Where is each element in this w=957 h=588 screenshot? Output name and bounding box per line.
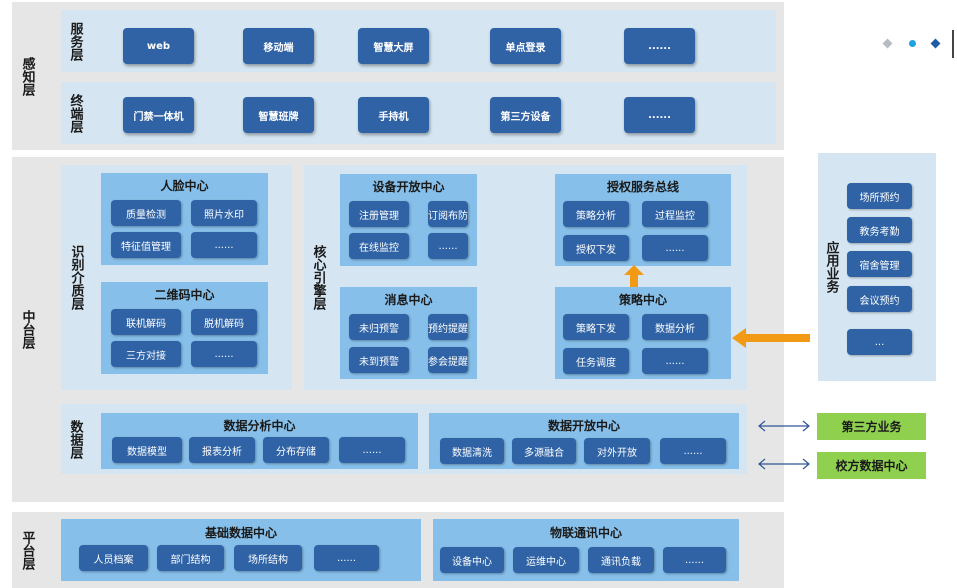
message-item-unreturned: 未归预警 [349, 314, 409, 340]
deco-dot-navy [930, 38, 941, 49]
analysis-item-storage: 分布存储 [263, 437, 329, 463]
qr-item-offline: 脱机解码 [191, 309, 257, 335]
analysis-center-title: 数据分析中心 [223, 419, 296, 433]
iot-item-device: 设备中心 [440, 547, 504, 573]
service-item-web: web [123, 28, 194, 64]
left-arrow-icon [732, 328, 810, 348]
auth-item-monitor: 过程监控 [642, 201, 708, 227]
deco-dot-cyan [909, 40, 916, 47]
app-item-more: ... [847, 329, 912, 355]
basic-item-venue: 场所结构 [234, 545, 302, 571]
service-item-big-screen: 智慧大屏 [358, 28, 429, 64]
auth-item-dispatch: 授权下发 [563, 235, 629, 261]
auth-bus-title: 授权服务总线 [606, 180, 679, 194]
open-center-title: 数据开放中心 [547, 419, 620, 433]
app-label: 应用业务 [823, 241, 839, 293]
strategy-item-analysis: 数据分析 [642, 314, 708, 340]
qr-item-more: ...... [191, 341, 257, 367]
open-item-more: ...... [660, 438, 726, 464]
open-item-clean: 数据清洗 [440, 438, 504, 464]
face-item-more: ...... [191, 232, 257, 258]
external-school-data-center: 校方数据中心 [817, 452, 926, 479]
device-item-more: ...... [428, 233, 468, 259]
auth-item-policy: 策略分析 [563, 201, 629, 227]
qr-item-third: 三方对接 [111, 341, 181, 367]
app-item-venue: 场所预约 [847, 183, 912, 209]
middle-label: 中台层 [19, 310, 35, 349]
terminal-label: 终端层 [67, 93, 83, 133]
service-item-sso: 单点登录 [490, 28, 561, 64]
analysis-item-more: ...... [339, 437, 405, 463]
strategy-center-title: 策略中心 [618, 293, 667, 307]
analysis-item-report: 报表分析 [189, 437, 255, 463]
iot-center-title: 物联通讯中心 [549, 526, 622, 540]
platform-label: 平台层 [19, 530, 35, 570]
terminal-item-class-board: 智慧班牌 [243, 97, 314, 133]
service-item-mobile: 移动端 [243, 28, 314, 64]
open-item-external: 对外开放 [584, 438, 650, 464]
double-arrow-icon-2 [758, 458, 810, 470]
basic-item-personnel: 人员档案 [79, 545, 148, 571]
basic-data-center-title: 基础数据中心 [204, 526, 277, 540]
face-center-title: 人脸中心 [160, 179, 209, 193]
app-item-attendance: 教务考勤 [847, 217, 912, 243]
service-label: 服务层 [67, 21, 83, 61]
qr-center-title: 二维码中心 [154, 288, 215, 302]
device-center-title: 设备开放中心 [372, 180, 445, 194]
basic-item-more: ...... [314, 545, 379, 571]
auth-item-more: ...... [642, 235, 708, 261]
deco-bar [952, 30, 954, 58]
message-center-title: 消息中心 [384, 293, 433, 307]
data-label: 数据层 [67, 419, 83, 459]
device-item-subscribe: 订阅布防 [428, 201, 468, 227]
recognition-label: 识别介质层 [68, 245, 84, 310]
strategy-item-more: ...... [642, 348, 708, 374]
iot-item-load: 通讯负载 [588, 547, 654, 573]
app-item-dorm: 宿舍管理 [847, 251, 912, 277]
analysis-item-model: 数据模型 [112, 437, 182, 463]
device-item-online: 在线监控 [349, 233, 409, 259]
deco-dot-grey [882, 38, 893, 49]
strategy-item-schedule: 任务调度 [563, 348, 629, 374]
message-item-booking: 预约提醒 [428, 314, 468, 340]
terminal-item-more: ...... [624, 97, 695, 133]
double-arrow-icon-1 [758, 420, 810, 432]
external-third-party: 第三方业务 [817, 413, 926, 440]
message-item-meeting: 参会提醒 [428, 347, 468, 373]
iot-item-more: ...... [663, 547, 726, 573]
face-item-watermark: 照片水印 [191, 200, 257, 226]
basic-item-department: 部门结构 [157, 545, 224, 571]
up-arrow-icon [624, 265, 644, 287]
face-item-quality: 质量检测 [111, 200, 181, 226]
terminal-item-access: 门禁一体机 [123, 97, 194, 133]
device-item-register: 注册管理 [349, 201, 409, 227]
service-item-more: ...... [624, 28, 695, 64]
terminal-item-third-party: 第三方设备 [490, 97, 561, 133]
iot-item-ops: 运维中心 [513, 547, 579, 573]
face-item-feature: 特征值管理 [111, 232, 181, 258]
app-item-meeting: 会议预约 [847, 286, 912, 312]
qr-item-online: 联机解码 [111, 309, 181, 335]
open-item-fusion: 多源融合 [512, 438, 576, 464]
terminal-item-handheld: 手持机 [358, 97, 429, 133]
engine-label: 核心引擎层 [310, 245, 326, 310]
message-item-absent: 未到预警 [349, 347, 409, 373]
perception-label: 感知层 [19, 56, 35, 96]
strategy-item-dispatch: 策略下发 [563, 314, 629, 340]
